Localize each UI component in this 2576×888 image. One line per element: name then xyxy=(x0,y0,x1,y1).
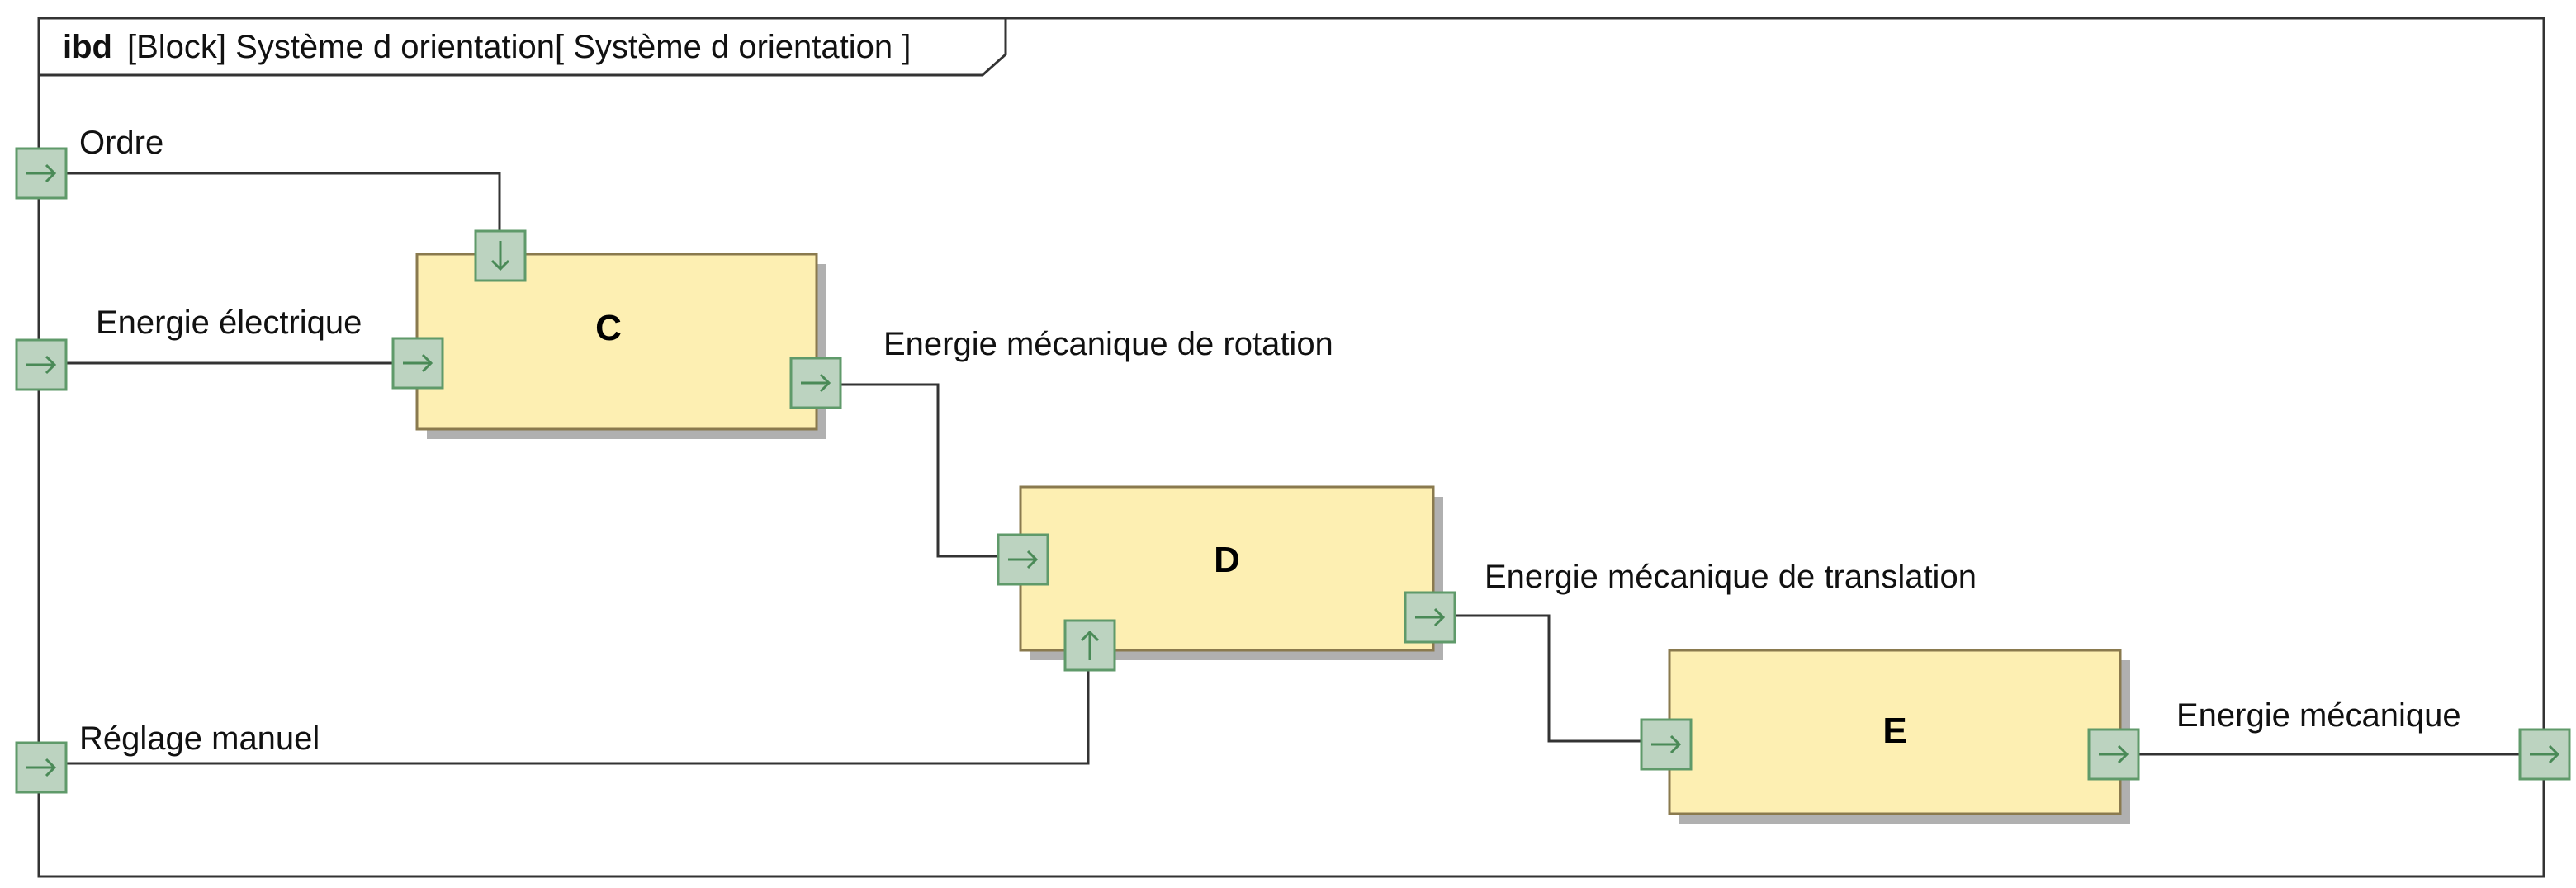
port-frame-energie-mecanique[interactable] xyxy=(2518,728,2571,781)
right-arrow-icon xyxy=(403,353,433,373)
connector-ordre[interactable] xyxy=(66,172,501,231)
flow-label-energie-electrique: Energie électrique xyxy=(96,305,362,341)
port-e-mecanique-out[interactable] xyxy=(2087,728,2140,781)
block-c[interactable]: C xyxy=(415,253,826,439)
flow-label-energie-translation: Energie mécanique de translation xyxy=(1485,559,1977,595)
block-d-name: D xyxy=(1214,540,1240,580)
flow-label-energie-rotation: Energie mécanique de rotation xyxy=(883,326,1333,362)
port-c-ordre-in[interactable] xyxy=(474,229,527,282)
connectors xyxy=(66,172,2520,765)
right-arrow-icon xyxy=(26,163,57,183)
right-arrow-icon xyxy=(2530,744,2560,764)
right-arrow-icon xyxy=(26,758,57,777)
right-arrow-icon xyxy=(801,373,831,393)
port-frame-energie-electrique[interactable] xyxy=(15,338,68,391)
diagram-frame: ibd [Block] Système d orientation[ Systèm… xyxy=(37,17,2545,878)
connector-energie-rotation[interactable] xyxy=(841,383,998,558)
connector-energie-translation[interactable] xyxy=(1453,614,1641,743)
frame-title: [Block] Système d orientation[ Système d… xyxy=(127,29,911,65)
port-d-rotation-in[interactable] xyxy=(997,533,1049,586)
connector-reglage-manuel[interactable] xyxy=(66,645,1090,765)
block-c-body xyxy=(415,253,818,431)
flow-label-energie-mecanique: Energie mécanique xyxy=(2176,697,2461,734)
right-arrow-icon xyxy=(26,355,57,375)
port-c-rotation-out[interactable] xyxy=(789,357,842,409)
right-arrow-icon xyxy=(1651,734,1682,754)
ports xyxy=(15,147,2571,794)
flow-label-reglage-manuel: Réglage manuel xyxy=(79,720,320,757)
flow-label-ordre: Ordre xyxy=(79,125,163,161)
right-arrow-icon xyxy=(1008,550,1039,569)
down-arrow-icon xyxy=(490,241,510,272)
right-arrow-icon xyxy=(1415,607,1446,627)
block-e[interactable]: E xyxy=(1668,649,2130,824)
frame-border xyxy=(37,17,2545,878)
right-arrow-icon xyxy=(2099,744,2129,764)
port-frame-ordre[interactable] xyxy=(15,147,68,200)
flow-labels: Ordre Energie électrique Réglage manuel … xyxy=(79,125,2461,757)
frame-header: ibd [Block] Système d orientation[ Systèm… xyxy=(63,29,911,65)
frame-header-tab xyxy=(39,18,1007,77)
block-e-name: E xyxy=(1882,711,1906,751)
port-d-translation-out[interactable] xyxy=(1404,591,1456,644)
port-c-energie-in[interactable] xyxy=(391,337,444,390)
block-e-body xyxy=(1668,649,2122,815)
frame-kind-keyword: ibd xyxy=(63,29,112,65)
block-c-name: C xyxy=(595,308,622,348)
up-arrow-icon xyxy=(1080,630,1100,660)
port-d-reglage-in[interactable] xyxy=(1063,619,1116,672)
port-frame-reglage-manuel[interactable] xyxy=(15,741,68,794)
port-e-translation-in[interactable] xyxy=(1640,718,1693,771)
